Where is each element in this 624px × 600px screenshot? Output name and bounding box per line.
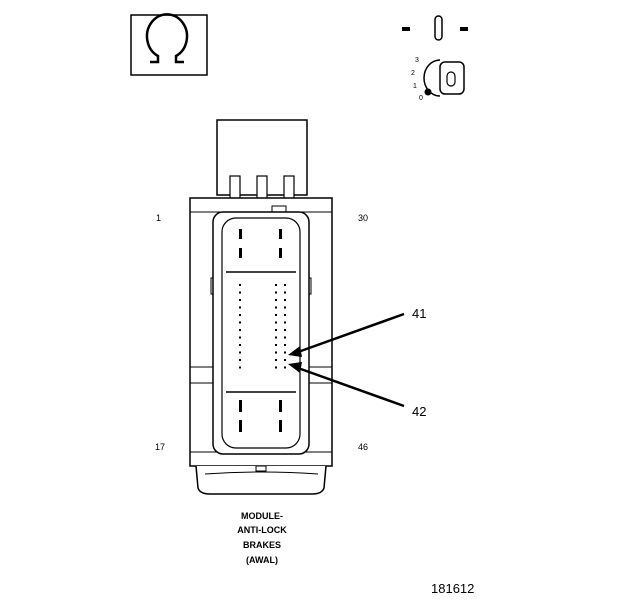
pin-cavity <box>275 291 277 294</box>
connector: 1 30 17 46 <box>155 119 368 495</box>
pin-label-30: 30 <box>358 213 368 223</box>
caption-line-4: (AWAL) <box>246 555 278 565</box>
pin-cavity <box>275 351 277 354</box>
pin-cavity <box>239 336 241 339</box>
pin-cavity <box>284 329 286 331</box>
pin-cavity <box>284 351 286 354</box>
pin-cavity <box>275 329 277 331</box>
pin-cavity <box>284 366 286 369</box>
pin-cavity <box>284 284 286 286</box>
pin-cavity <box>284 344 286 346</box>
pin-cavity <box>275 314 277 316</box>
pin-cavity <box>284 336 286 339</box>
pin-cavity <box>275 344 277 346</box>
ignition-position-0: 0 <box>419 95 423 102</box>
caption-line-1: MODULE- <box>241 511 283 521</box>
pin-cavity <box>284 299 286 301</box>
figure-number: 181612 <box>431 581 474 596</box>
pin-cavity <box>239 344 241 346</box>
pin-cavity-grid <box>239 284 286 369</box>
caption-line-2: ANTI-LOCK <box>237 525 287 535</box>
ignition-position-3: 3 <box>415 57 419 64</box>
pin-cavity <box>284 314 286 316</box>
pin-cavity <box>275 366 277 369</box>
callout-41-leader <box>297 312 405 354</box>
pin-label-46: 46 <box>358 442 368 452</box>
ignition-position-1: 1 <box>413 83 417 90</box>
callout-42-leader <box>297 366 405 408</box>
component-caption: MODULE- ANTI-LOCK BRAKES (AWAL) <box>237 511 287 565</box>
pin-cavity <box>275 284 277 286</box>
pin-cavity <box>239 299 241 301</box>
ohm-icon <box>130 13 208 76</box>
pin-cavity <box>284 321 286 324</box>
pin-cavity <box>239 329 241 331</box>
pin-cavity <box>239 291 241 294</box>
pin-cavity <box>275 336 277 339</box>
pin-cavity <box>239 359 241 361</box>
callout-41-label: 41 <box>412 306 426 321</box>
callout-42: 42 <box>288 362 426 419</box>
pin-cavity <box>239 306 241 309</box>
pin-cavity <box>284 291 286 294</box>
callout-42-label: 42 <box>412 404 426 419</box>
pin-label-17: 17 <box>155 442 165 452</box>
pin-cavity <box>275 359 277 361</box>
callout-41: 41 <box>288 306 426 357</box>
ignition-key-icon: 3 2 1 0 <box>402 15 468 102</box>
pin-cavity <box>239 284 241 286</box>
pin-cavity <box>284 359 286 361</box>
ignition-position-2: 2 <box>411 70 415 77</box>
pin-cavity <box>239 321 241 324</box>
pin-cavity <box>275 299 277 301</box>
pin-cavity <box>284 306 286 309</box>
pin-cavity <box>239 351 241 354</box>
pin-cavity <box>275 321 277 324</box>
pin-cavity <box>239 314 241 316</box>
pin-label-1: 1 <box>156 213 161 223</box>
pin-cavity <box>275 306 277 309</box>
caption-line-3: BRAKES <box>243 540 281 550</box>
pin-cavity <box>239 366 241 369</box>
